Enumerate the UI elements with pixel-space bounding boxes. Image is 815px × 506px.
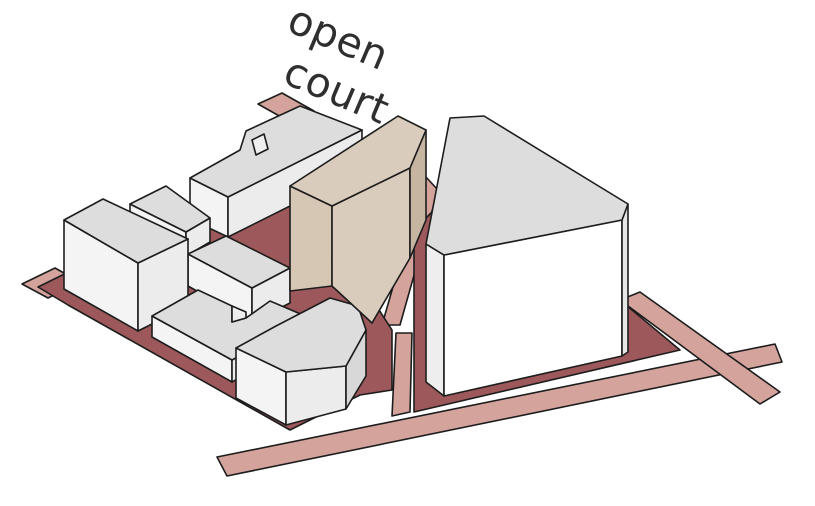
building-top-back-notch [251, 133, 269, 156]
building-highlighted-tower [289, 115, 427, 324]
building-lower-middle-notch [231, 305, 247, 323]
street-main-horizontal [216, 343, 783, 477]
building-large-right-left-face [425, 243, 445, 397]
building-large-right-bevel [621, 203, 629, 357]
street-right-diagonal [619, 291, 781, 405]
building-top-back-roof [189, 105, 363, 198]
building-large-right-roof [425, 115, 629, 256]
building-front-corner-front [285, 365, 347, 426]
building-front-corner-roof [235, 297, 367, 373]
building-small-left-roof [129, 185, 211, 233]
building-highlighted-tower-roof [289, 115, 427, 207]
building-far-left-roof [63, 198, 189, 264]
street-lower-vertical [391, 332, 413, 417]
building-front-corner [235, 297, 367, 426]
building-large-right [425, 115, 629, 397]
